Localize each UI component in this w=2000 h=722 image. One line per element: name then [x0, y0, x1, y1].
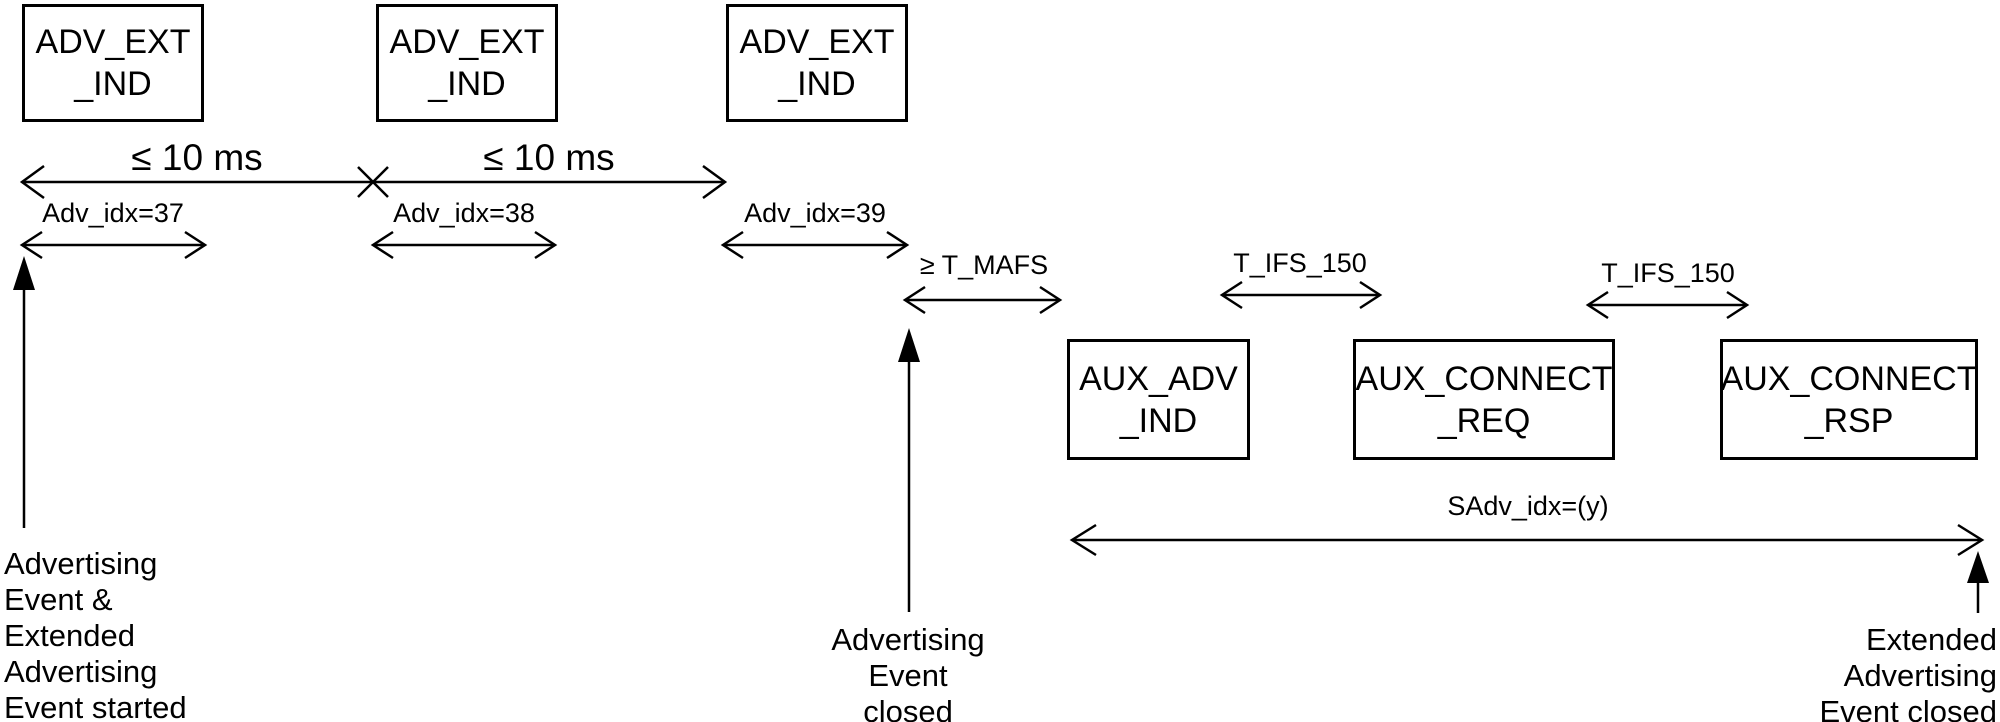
event-started-pointer-arrow: [13, 256, 35, 528]
adv-idx-38-label: Adv_idx=38: [393, 198, 535, 228]
t-mafs-arrow: [902, 285, 1063, 315]
t-ifs-150-arrow-2: [1585, 290, 1750, 320]
event-started-annotation: Advertising Event & Extended Advertising…: [4, 546, 187, 722]
adv-idx-37-arrow: [19, 230, 208, 260]
packet-box-aux-connect-req: AUX_CONNECT _REQ: [1353, 339, 1615, 460]
packet-box-adv-ext-ind-2: ADV_EXT _IND: [376, 4, 558, 122]
t-ifs-150-arrow-1: [1219, 280, 1383, 310]
adv-idx-39-label: Adv_idx=39: [744, 198, 886, 228]
t-ifs-150-label-1: T_IFS_150: [1233, 248, 1367, 278]
t-ifs-150-label-2: T_IFS_150: [1601, 258, 1735, 288]
adv-idx-38-arrow: [370, 230, 558, 260]
packet-box-adv-ext-ind-3: ADV_EXT _IND: [726, 4, 908, 122]
adv-idx-37-label: Adv_idx=37: [42, 198, 184, 228]
sadv-idx-label: SAdv_idx=(y): [1447, 491, 1609, 521]
ext-event-closed-pointer-arrow: [1967, 551, 1989, 613]
advertising-interval-arrow: [19, 164, 728, 200]
packet-box-aux-connect-rsp: AUX_CONNECT _RSP: [1720, 339, 1978, 460]
ext-event-closed-annotation: Extended Advertising Event closed: [1819, 622, 1998, 722]
t-mafs-label: ≥ T_MAFS: [919, 250, 1049, 280]
event-closed-annotation: Advertising Event closed: [831, 622, 985, 722]
packet-box-aux-adv-ind: AUX_ADV _IND: [1067, 339, 1250, 460]
interval-label-1: ≤ 10 ms: [131, 137, 263, 178]
sadv-idx-arrow: [1069, 523, 1985, 557]
packet-box-adv-ext-ind-1: ADV_EXT _IND: [22, 4, 204, 122]
event-closed-pointer-arrow: [898, 328, 920, 612]
interval-label-2: ≤ 10 ms: [483, 137, 615, 178]
adv-idx-39-arrow: [720, 230, 910, 260]
